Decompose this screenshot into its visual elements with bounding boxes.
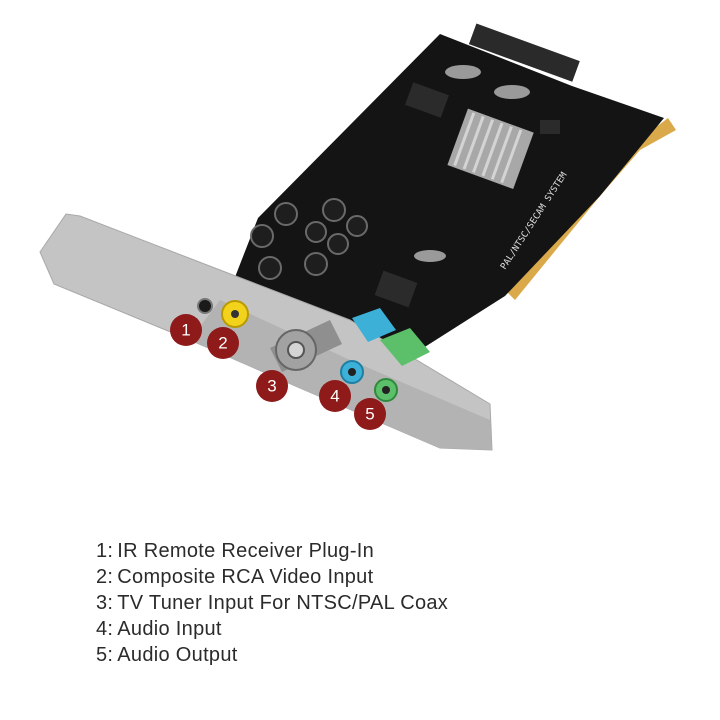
pcb-board	[230, 34, 664, 350]
callout-badge-5: 5	[354, 398, 386, 430]
crystal	[494, 85, 530, 99]
audio-connector-blocks	[352, 308, 430, 366]
callout-number: 5	[365, 405, 374, 424]
rca-jack-center	[231, 310, 239, 318]
header-pins	[468, 23, 580, 82]
callout-badge-1: 1	[170, 314, 202, 346]
pci-gold-connector	[505, 118, 676, 300]
legend-item: 3:TV Tuner Input For NTSC/PAL Coax	[96, 592, 449, 614]
chip	[405, 82, 449, 118]
legend-item: 4:Audio Input	[96, 618, 222, 640]
chip	[374, 270, 418, 308]
crystal	[414, 250, 446, 262]
callout-badge-4: 4	[319, 380, 351, 412]
callout-badge-3: 3	[256, 370, 288, 402]
callout-number: 1	[181, 321, 190, 340]
callout-badge-2: 2	[207, 327, 239, 359]
callout-number: 2	[218, 334, 227, 353]
audio-in-jack-center	[348, 368, 356, 376]
legend-item: 5:Audio Output	[96, 644, 238, 666]
audio-out-jack-center	[382, 386, 390, 394]
port-legend: 1:IR Remote Receiver Plug-In 2:Composite…	[96, 538, 448, 668]
crystal	[445, 65, 481, 79]
ir-jack-icon	[197, 298, 213, 314]
heatsink	[447, 108, 534, 189]
callout-number: 3	[267, 377, 276, 396]
callout-number: 4	[330, 387, 339, 406]
chip	[540, 120, 560, 134]
legend-item: 2:Composite RCA Video Input	[96, 566, 374, 588]
capacitors	[250, 198, 368, 280]
legend-item: 1:IR Remote Receiver Plug-In	[96, 540, 375, 562]
coax-jack-icon	[270, 320, 342, 372]
